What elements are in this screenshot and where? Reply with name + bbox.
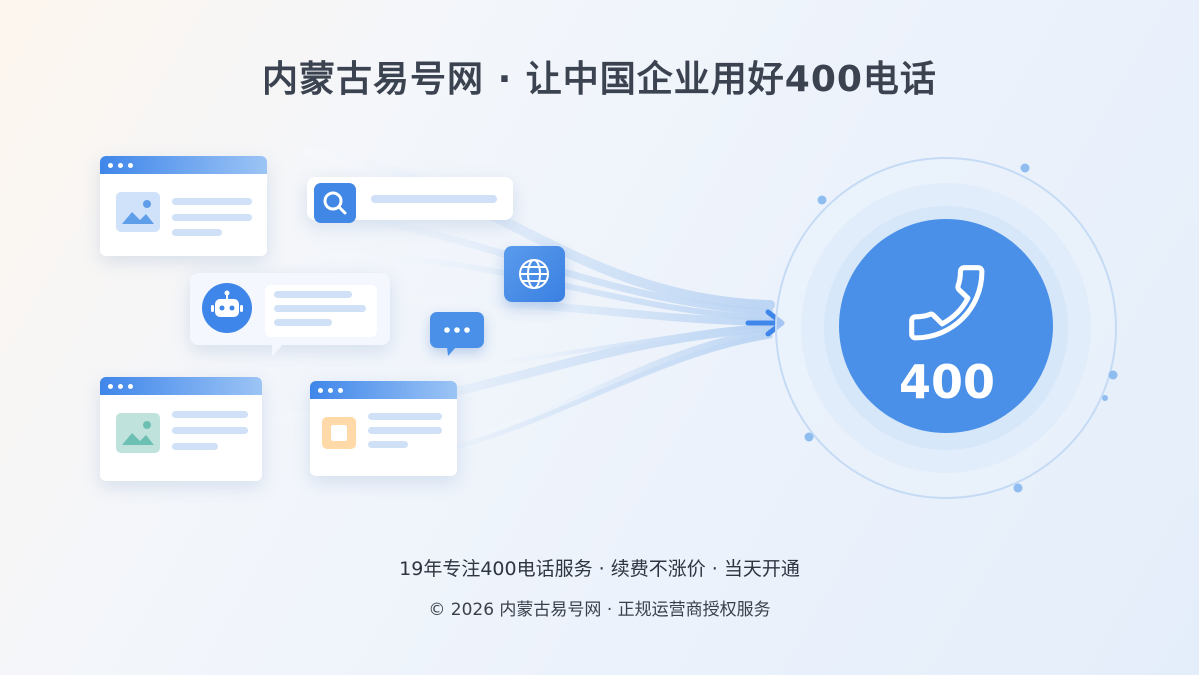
phone-icon [909, 265, 985, 341]
browser-card [100, 156, 267, 256]
browser-card [310, 381, 457, 476]
image-icon [116, 192, 160, 232]
search-bar-card [307, 177, 513, 223]
image-icon [116, 413, 160, 453]
copyright: © 2026 内蒙古易号网 · 正规运营商授权服务 [428, 600, 771, 620]
search-icon [314, 183, 356, 223]
ai-chat-card [190, 273, 390, 357]
globe-icon [504, 246, 565, 302]
chat-bubble-icon [430, 312, 484, 356]
badge-number: 400 [898, 355, 996, 409]
robot-icon [202, 283, 252, 333]
tagline: 19年专注400电话服务 · 续费不涨价 · 当天开通 [399, 558, 800, 580]
page-title: 内蒙古易号网 · 让中国企业用好400电话 [262, 59, 937, 100]
browser-card [100, 377, 262, 481]
phone-badge [839, 219, 1053, 433]
document-icon [322, 417, 356, 449]
